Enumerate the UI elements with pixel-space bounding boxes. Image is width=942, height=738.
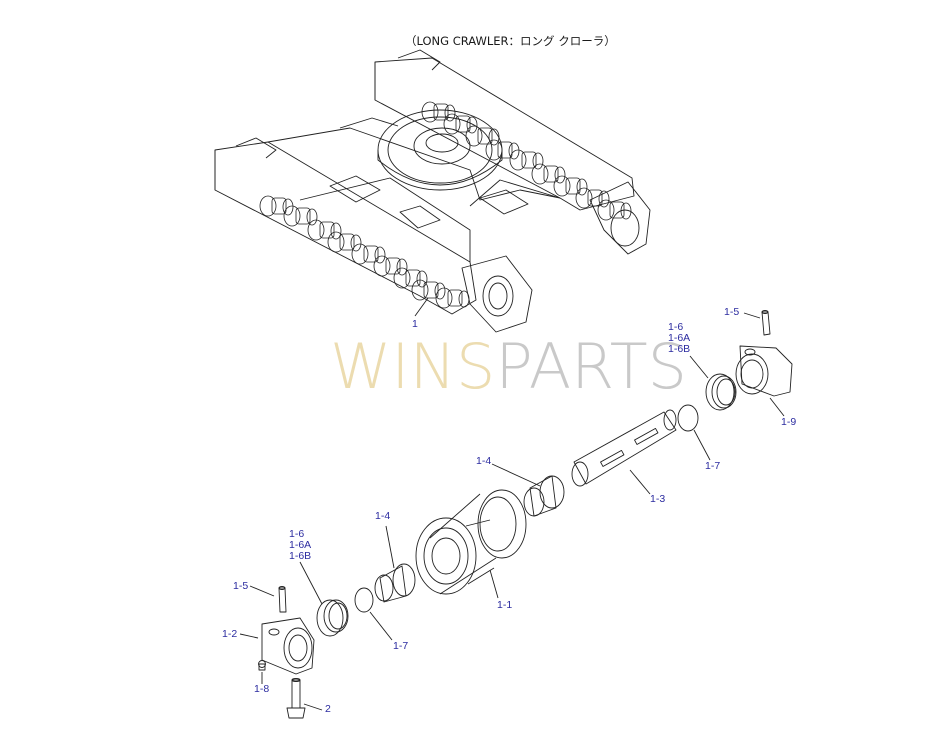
- bushing-right: [523, 475, 565, 517]
- callout-plug: 1-8: [254, 683, 270, 695]
- callout-pin-left: 1-5: [233, 580, 249, 592]
- callout-1-6b: 1-6B: [289, 550, 312, 562]
- shaft: [571, 409, 677, 487]
- callout-shaft: 1-3: [650, 493, 666, 505]
- pin-right: [761, 310, 771, 336]
- watermark: WINSPARTS: [330, 332, 687, 402]
- callout-bracket-right: 1-9: [781, 416, 797, 428]
- pin-left: [278, 586, 287, 613]
- bolt: [286, 678, 306, 719]
- callout-1: 1: [412, 318, 418, 330]
- bushing-left: [374, 563, 416, 603]
- seal-left: [316, 599, 349, 637]
- callout-1-6: 1-6: [668, 321, 684, 333]
- frame-rollers: [259, 101, 632, 309]
- callout-pin-right: 1-5: [724, 306, 740, 318]
- callout-1-6a: 1-6A: [668, 332, 691, 344]
- watermark-part-1: WINS: [330, 330, 496, 403]
- bracket-left: [261, 617, 315, 675]
- oring-right: [677, 404, 699, 432]
- track-roller: [415, 489, 527, 595]
- callout-bolt: 2: [325, 703, 331, 715]
- watermark-part-2: PARTS: [495, 330, 687, 403]
- callout-seal-left-group: 1-6 1-6A 1-6B: [289, 529, 311, 562]
- plug: [258, 660, 266, 671]
- track-frame: [214, 49, 651, 333]
- callout-roller: 1-1: [497, 599, 513, 611]
- leader-line-frame: [414, 297, 429, 317]
- bracket-right: [735, 345, 793, 397]
- callout-oring-left: 1-7: [393, 640, 409, 652]
- callout-seal-right-group: 1-6 1-6A 1-6B: [668, 322, 690, 355]
- callout-1-6a: 1-6A: [289, 539, 312, 551]
- callout-oring-right: 1-7: [705, 460, 721, 472]
- diagram-title: （LONG CRAWLER：ロング クローラ）: [405, 34, 616, 48]
- callout-bracket-left: 1-2: [222, 628, 238, 640]
- seal-right: [705, 373, 737, 411]
- callout-1-6: 1-6: [289, 528, 305, 540]
- callout-bushing-right: 1-4: [476, 455, 492, 467]
- callout-1-6b: 1-6B: [668, 343, 691, 355]
- oring-left: [354, 587, 374, 613]
- callout-bushing-left: 1-4: [375, 510, 391, 522]
